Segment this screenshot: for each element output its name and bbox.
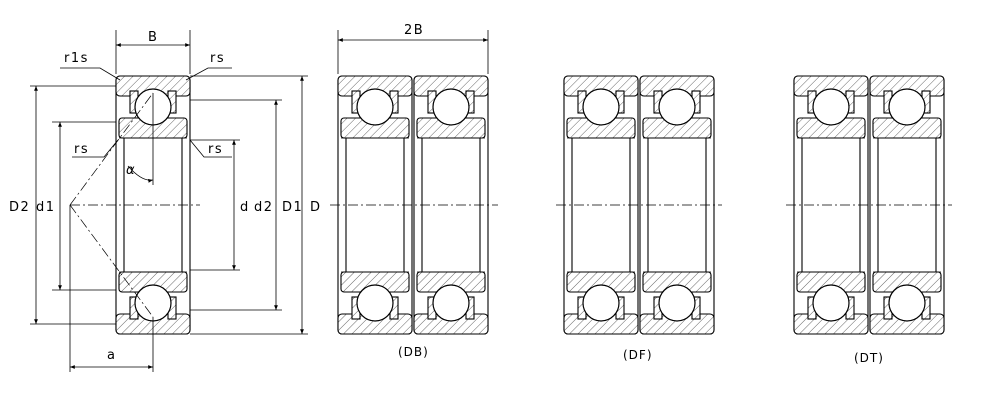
label-d1-inner: d1 bbox=[36, 200, 56, 215]
label-rs-right: rs bbox=[208, 142, 223, 157]
contact-angle-lines bbox=[69, 92, 154, 318]
label-a: a bbox=[107, 348, 116, 363]
label-d-bore: d bbox=[240, 200, 250, 215]
dimension-lines bbox=[34, 43, 304, 369]
extension-lines bbox=[30, 30, 308, 372]
label-d2-inner: d2 bbox=[254, 200, 274, 215]
label-d2-outer: D2 bbox=[9, 200, 30, 215]
label-d-outer: D bbox=[310, 200, 322, 215]
caption-df: (DF) bbox=[623, 348, 653, 362]
label-r1s: r1s bbox=[64, 51, 89, 66]
label-d1-outer: D1 bbox=[282, 200, 303, 215]
db-arrangement-drawing bbox=[330, 30, 498, 335]
label-alpha: α bbox=[126, 163, 136, 178]
df-arrangement-drawing bbox=[556, 75, 722, 335]
dt-arrangement-drawing bbox=[786, 75, 952, 335]
caption-db: (DB) bbox=[398, 345, 429, 359]
label-rs-top: rs bbox=[210, 51, 225, 66]
leader-lines bbox=[60, 67, 232, 158]
label-2b: 2B bbox=[404, 23, 424, 38]
label-rs-left: rs bbox=[74, 142, 89, 157]
caption-dt: (DT) bbox=[854, 351, 884, 365]
label-b: B bbox=[148, 30, 158, 45]
